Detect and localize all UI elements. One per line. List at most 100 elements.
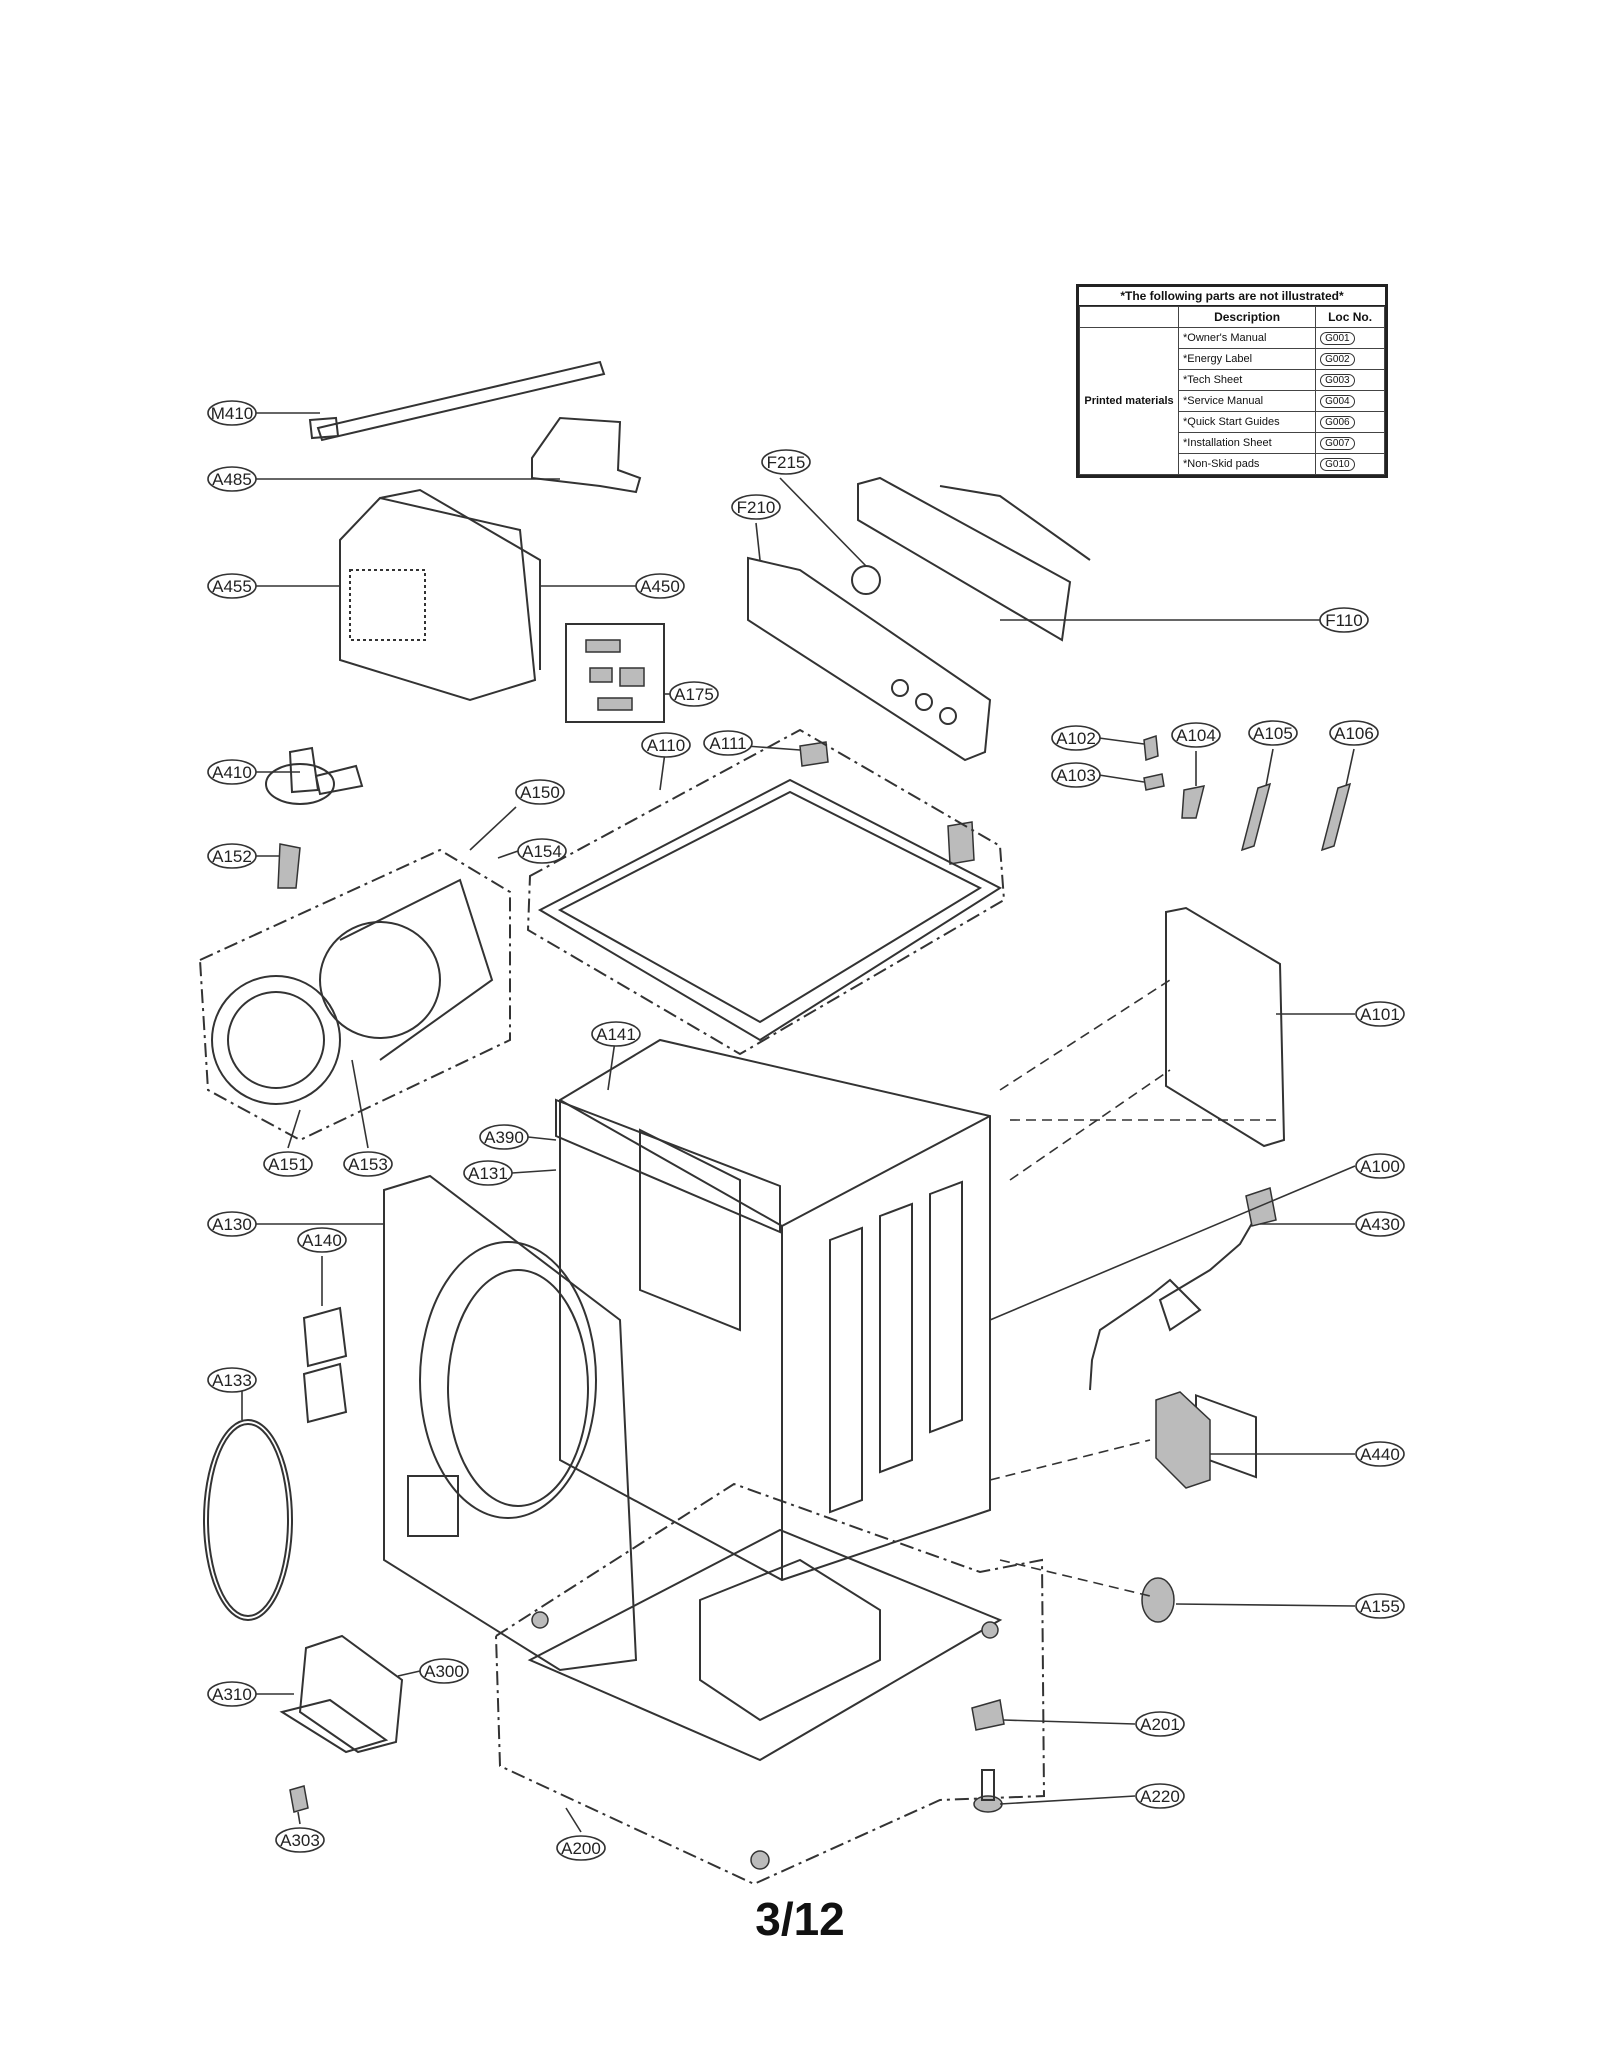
- callout-label: M410: [211, 404, 254, 423]
- callout-oval: [207, 759, 257, 785]
- legend-loc-value: G010: [1320, 457, 1355, 471]
- callout-label: A131: [468, 1164, 508, 1183]
- callout-a131: A131: [463, 1160, 513, 1186]
- callout-label: A410: [212, 763, 252, 782]
- callout-label: A154: [522, 842, 562, 861]
- callout-oval: [761, 449, 811, 475]
- legend-grid: Description Loc No. Printed materials*Ow…: [1079, 306, 1385, 475]
- callout-label: A130: [212, 1215, 252, 1234]
- callout-leaders: [241, 412, 1356, 1833]
- callout-label: F210: [737, 498, 776, 517]
- callout-label: A485: [212, 470, 252, 489]
- callout-oval: [1355, 1593, 1405, 1619]
- callout-oval: [1329, 720, 1379, 746]
- parts-illustration: [198, 360, 1352, 1886]
- callout-a201: A201: [1135, 1711, 1185, 1737]
- callout-a152: A152: [207, 843, 257, 869]
- legend-loc: G007: [1315, 432, 1385, 454]
- legend-description: *Tech Sheet: [1177, 369, 1317, 391]
- callout-label: A152: [212, 847, 252, 866]
- callout-label: A141: [596, 1025, 636, 1044]
- callout-oval: [479, 1124, 529, 1150]
- callout-oval: [1355, 1441, 1405, 1467]
- callout-oval: [1248, 720, 1298, 746]
- callout-f110: F110: [1319, 607, 1369, 633]
- callout-a303: A303: [275, 1827, 325, 1853]
- callout-label: A390: [484, 1128, 524, 1147]
- callout-label: A153: [348, 1155, 388, 1174]
- callout-f210: F210: [731, 494, 781, 520]
- callout-oval: [297, 1227, 347, 1253]
- callout-oval: [1319, 607, 1369, 633]
- callout-oval: [703, 730, 753, 756]
- callout-oval: [556, 1835, 606, 1861]
- callout-a105: A105: [1248, 720, 1298, 746]
- callout-label: A450: [640, 577, 680, 596]
- callout-a154: A154: [517, 838, 567, 864]
- callout-label: A110: [647, 736, 685, 755]
- callout-label: A150: [520, 783, 560, 802]
- callout-a200: A200: [556, 1835, 606, 1861]
- callout-label: A455: [212, 577, 252, 596]
- callout-f215: F215: [761, 449, 811, 475]
- callout-a141: A141: [591, 1021, 641, 1047]
- callout-a111: A111: [703, 730, 753, 756]
- legend-loc: G010: [1315, 453, 1385, 475]
- callout-label: A105: [1253, 724, 1293, 743]
- legend-loc-value: G004: [1320, 394, 1355, 408]
- not-illustrated-parts-table: *The following parts are not illustrated…: [1076, 284, 1388, 478]
- legend-description: *Quick Start Guides: [1177, 411, 1317, 433]
- callout-oval: [1355, 1153, 1405, 1179]
- callout-a133: A133: [207, 1367, 257, 1393]
- legend-loc-value: G001: [1320, 331, 1355, 345]
- callout-a455: A455: [207, 573, 257, 599]
- callout-label: A100: [1360, 1157, 1400, 1176]
- callout-label: A155: [1360, 1597, 1400, 1616]
- callout-label: A310: [212, 1685, 252, 1704]
- callout-label: A300: [424, 1662, 464, 1681]
- callout-a110: A110: [641, 732, 691, 758]
- callout-oval: [207, 1211, 257, 1237]
- callout-a175: A175: [669, 681, 719, 707]
- legend-loc: G004: [1315, 390, 1385, 412]
- callout-label: A106: [1334, 724, 1374, 743]
- callout-oval: [207, 1367, 257, 1393]
- callout-label: A111: [709, 734, 746, 753]
- legend-description: *Service Manual: [1177, 390, 1317, 412]
- callout-a155: A155: [1355, 1593, 1405, 1619]
- legend-description: *Non-Skid pads: [1177, 453, 1317, 475]
- callout-a430: A430: [1355, 1211, 1405, 1237]
- callout-a103: A103: [1051, 762, 1101, 788]
- callout-label: A220: [1140, 1787, 1180, 1806]
- callout-oval: [207, 573, 257, 599]
- callout-a102: A102: [1051, 725, 1101, 751]
- callout-a410: A410: [207, 759, 257, 785]
- legend-group-label: Printed materials: [1079, 327, 1179, 475]
- callout-a485: A485: [207, 466, 257, 492]
- callout-oval: [275, 1827, 325, 1853]
- callout-oval: [1355, 1211, 1405, 1237]
- callout-label: A201: [1140, 1715, 1180, 1734]
- callout-a310: A310: [207, 1681, 257, 1707]
- callout-label: A200: [561, 1839, 601, 1858]
- callout-oval: [669, 681, 719, 707]
- legend-description: *Installation Sheet: [1177, 432, 1317, 454]
- legend-description: *Energy Label: [1177, 348, 1317, 370]
- page-number: 3/12: [755, 1893, 845, 1945]
- callout-label: A175: [674, 685, 714, 704]
- callout-oval: [207, 1681, 257, 1707]
- callout-a440: A440: [1355, 1441, 1405, 1467]
- callout-label: A303: [280, 1831, 320, 1850]
- callout-oval: [731, 494, 781, 520]
- callout-a106: A106: [1329, 720, 1379, 746]
- legend-group-header: [1079, 306, 1179, 328]
- legend-loc-value: G002: [1320, 352, 1355, 366]
- callout-a151: A151: [263, 1151, 313, 1177]
- callout-label: A104: [1176, 726, 1216, 745]
- legend-loc: G001: [1315, 327, 1385, 349]
- callout-label: A440: [1360, 1445, 1400, 1464]
- callout-label: A133: [212, 1371, 252, 1390]
